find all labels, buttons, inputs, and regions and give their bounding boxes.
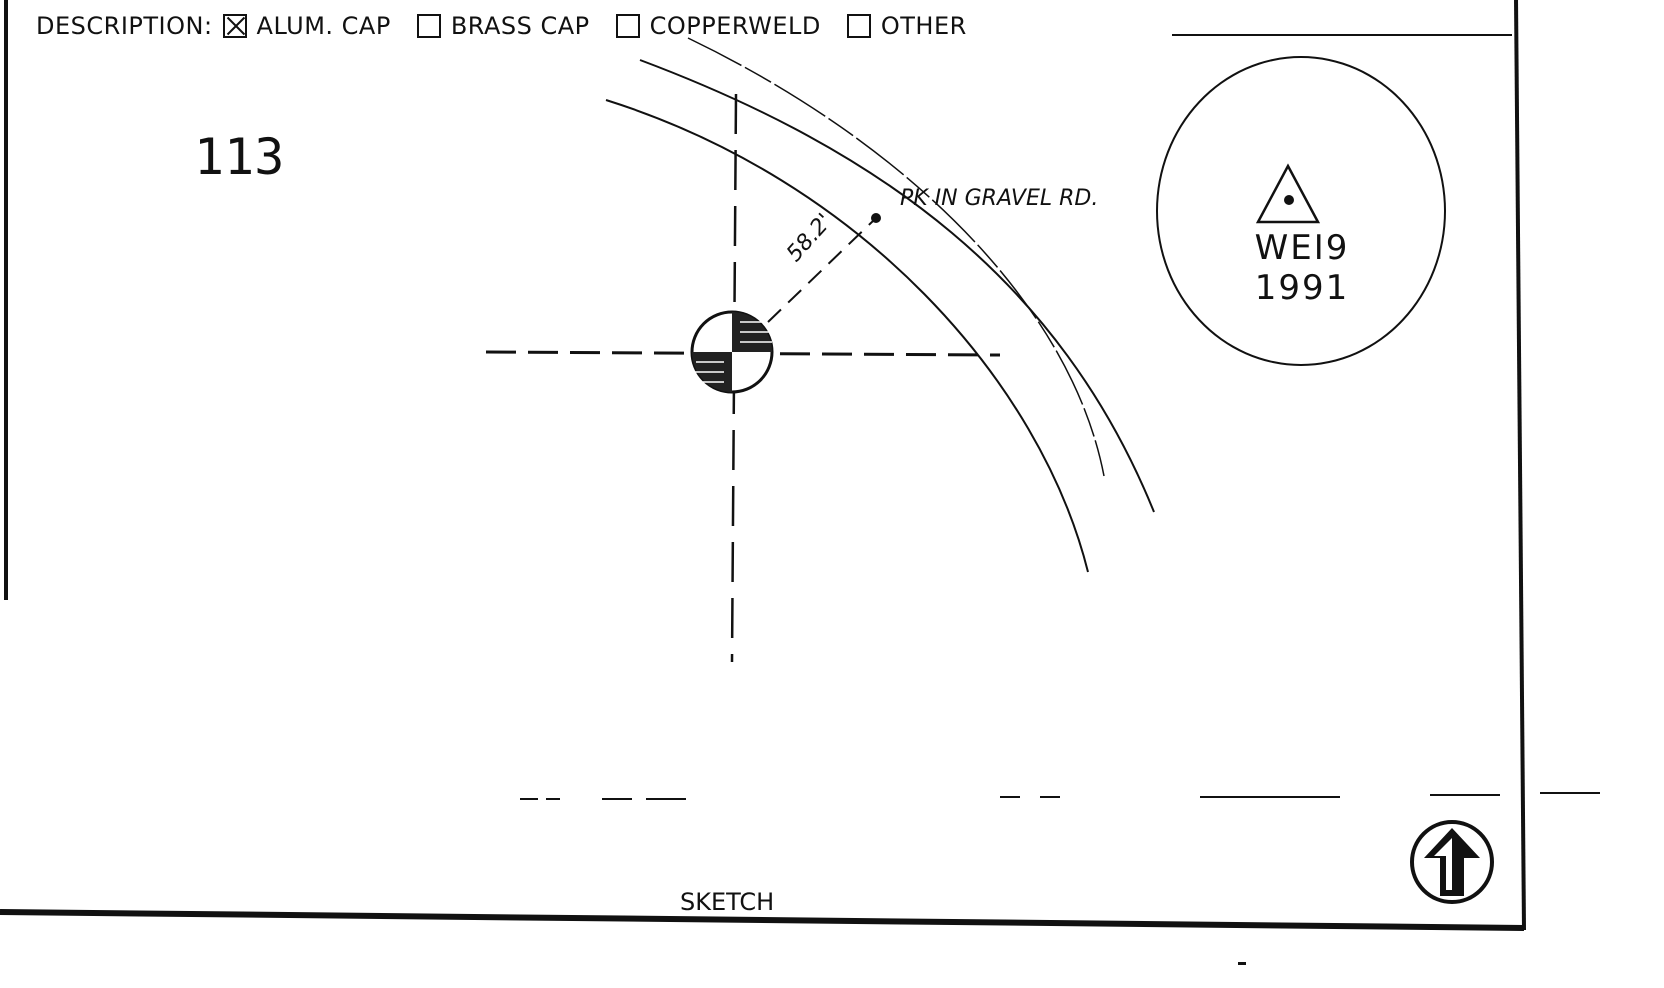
description-label: DESCRIPTION: <box>36 12 213 40</box>
form-right-border <box>1514 0 1526 931</box>
other-fill-line[interactable] <box>1172 34 1512 36</box>
north-arrow-icon <box>1410 820 1494 904</box>
option-alum-cap[interactable]: ALUM. CAP <box>222 12 391 40</box>
stamp-number: 113 <box>194 128 285 186</box>
road-centerline <box>687 37 1105 477</box>
cap-stamp-line2: 1991 <box>1254 268 1350 308</box>
alum-cap-label: ALUM. CAP <box>256 12 391 40</box>
other-label: OTHER <box>880 12 967 40</box>
brass-cap-label: BRASS CAP <box>450 12 590 40</box>
brass-cap-checkbox[interactable] <box>416 14 441 38</box>
option-copperweld[interactable]: COPPERWELD <box>615 12 821 40</box>
road-edge-inner <box>605 99 1089 573</box>
monument-symbol-icon <box>690 310 774 394</box>
other-checkbox[interactable] <box>846 14 871 38</box>
sketch-label: SKETCH <box>680 888 775 916</box>
description-row: DESCRIPTION: ALUM. CAP BRASS CAP COPPERW… <box>36 8 993 44</box>
cap-stamp-line1: WEI9 <box>1254 228 1350 268</box>
option-brass-cap[interactable]: BRASS CAP <box>416 12 590 40</box>
copperweld-checkbox[interactable] <box>615 14 640 38</box>
alum-cap-checkbox[interactable] <box>222 14 247 38</box>
form-bottom-border <box>0 909 1525 931</box>
copperweld-label: COPPERWELD <box>649 12 821 40</box>
road-label: PK IN GRAVEL RD. <box>900 186 1099 211</box>
option-other[interactable]: OTHER <box>846 12 967 40</box>
road-edge-outer <box>639 59 1155 513</box>
distance-tie-line <box>767 219 875 323</box>
pk-nail-point <box>871 213 881 223</box>
cap-stamp-circle: WEI9 1991 <box>1156 56 1446 366</box>
